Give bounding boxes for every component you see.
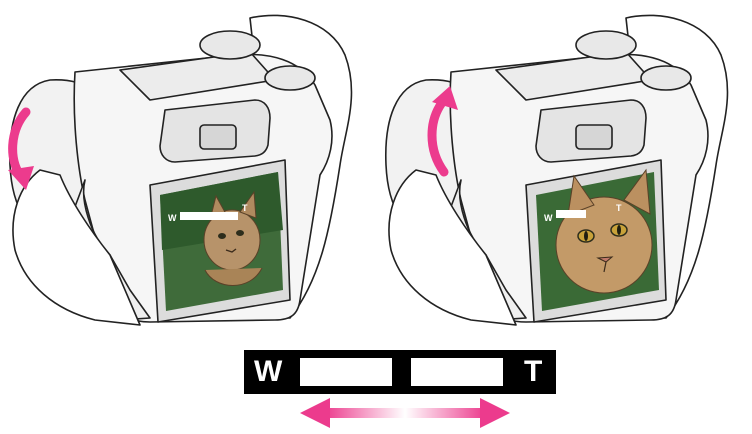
zoom-scale-bar: W T: [244, 350, 556, 394]
zoom-tele-label: T: [524, 356, 542, 388]
camera-zoom-in-illustration: W T: [376, 0, 752, 330]
double-headed-arrow-icon: [300, 394, 510, 434]
zoom-wide-label: W: [254, 356, 282, 388]
svg-text:W: W: [168, 213, 177, 223]
camera-zoom-out-illustration: W T: [0, 0, 376, 330]
svg-text:T: T: [616, 203, 622, 213]
svg-text:W: W: [544, 213, 553, 223]
zoom-segment-wide: [300, 358, 392, 386]
svg-text:T: T: [242, 203, 248, 213]
zoom-segment-tele: [411, 358, 503, 386]
